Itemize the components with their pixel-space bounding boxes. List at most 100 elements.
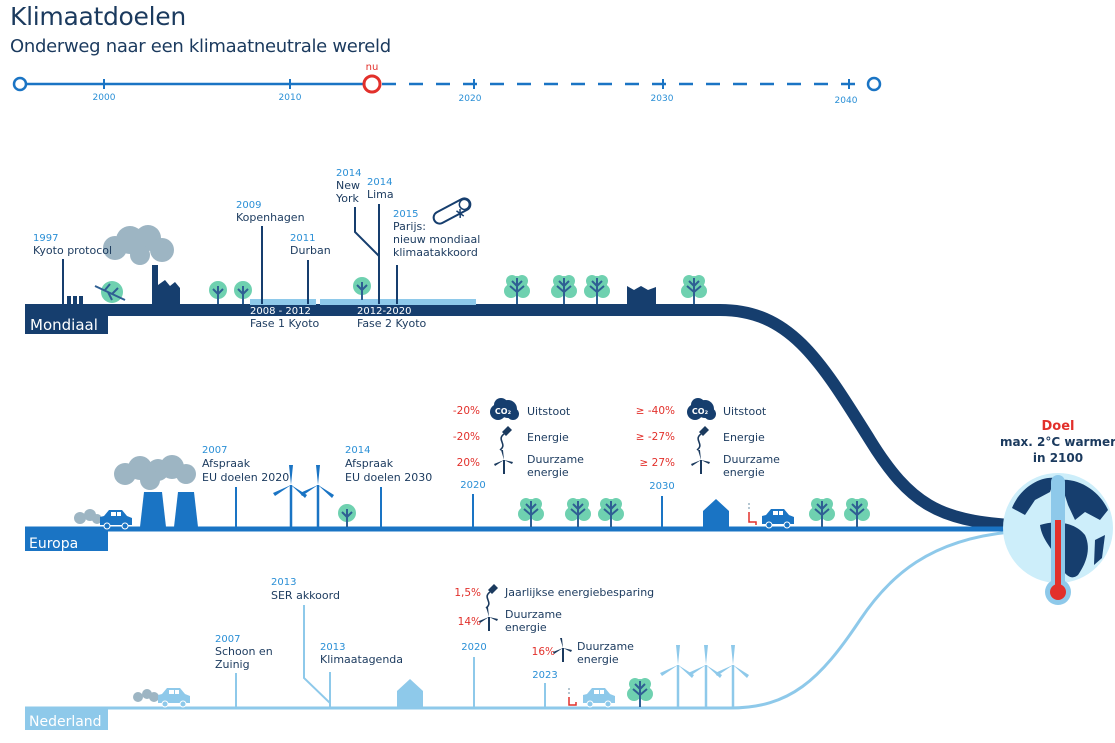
nederland-targets-2020: 1,5% 14% Jaarlijkse energiebesparing Duu… (454, 583, 654, 653)
car-icon (157, 687, 191, 708)
svg-text:-20%: -20% (453, 405, 480, 417)
goal-line2: in 2100 (1033, 451, 1083, 465)
page-subtitle: Onderweg naar een klimaatneutrale wereld (10, 36, 391, 57)
plug-icon (499, 425, 513, 451)
phase-1-bar (250, 299, 316, 305)
svg-text:2023: 2023 (532, 670, 557, 681)
svg-text:1,5%: 1,5% (454, 587, 481, 599)
event-2014-lima: 2014 Lima (367, 177, 394, 201)
svg-text:Duurzame: Duurzame (577, 640, 634, 653)
svg-text:New: New (336, 179, 360, 192)
svg-text:Duurzame: Duurzame (505, 608, 562, 621)
svg-text:CO₂: CO₂ (495, 407, 512, 416)
svg-text:Afspraak: Afspraak (202, 457, 251, 470)
svg-text:2007: 2007 (215, 634, 240, 645)
goal-title: Doel (1042, 419, 1075, 434)
svg-text:≥ 27%: ≥ 27% (640, 457, 675, 469)
svg-text:klimaatakkoord: klimaatakkoord (393, 246, 478, 259)
mondiaal-label-box (25, 304, 108, 334)
svg-text:Energie: Energie (723, 431, 765, 444)
svg-text:≥ -27%: ≥ -27% (636, 431, 675, 443)
svg-text:Kyoto protocol: Kyoto protocol (33, 244, 112, 257)
tick-label-2040: 2040 (835, 96, 858, 106)
svg-text:nieuw mondiaal: nieuw mondiaal (393, 233, 480, 246)
tick-label-2010: 2010 (279, 93, 302, 103)
europa-targets-2030: ≥ -40% ≥ -27% ≥ 27% CO₂ Uitstoot Energie… (636, 398, 780, 492)
svg-text:Lima: Lima (367, 188, 394, 201)
svg-text:York: York (335, 192, 360, 205)
electric-car-icon (761, 508, 795, 529)
nederland-label-box (25, 708, 108, 730)
house-icon (397, 679, 423, 707)
tree-icon (503, 274, 531, 305)
phase-2-name: Fase 2 Kyoto (357, 317, 427, 330)
svg-text:2015: 2015 (393, 209, 418, 220)
tree-icon (583, 274, 611, 305)
tree-icon (843, 497, 871, 528)
plug-icon (696, 425, 710, 451)
svg-text:energie: energie (527, 466, 569, 479)
event-2011: 2011 Durban (290, 233, 331, 257)
tick-label-2020: 2020 (459, 94, 482, 104)
now-marker (362, 74, 382, 94)
wind-icon (690, 449, 711, 475)
factory-illustration (103, 225, 180, 304)
power-plant-illustration (114, 455, 198, 527)
car-smoke (74, 509, 102, 524)
event-2014-new-york: 2014 New York (335, 168, 361, 205)
svg-text:Schoon en: Schoon en (215, 645, 273, 658)
svg-text:CO₂: CO₂ (692, 407, 709, 416)
tree-icon (208, 280, 228, 305)
nederland-label: Nederland (29, 714, 102, 730)
tree-icon (352, 276, 372, 301)
tree-icon (808, 497, 836, 528)
thermometer-icon (1045, 475, 1071, 605)
svg-text:2014: 2014 (345, 445, 370, 456)
scroll-document-icon (432, 197, 472, 225)
svg-text:2009: 2009 (236, 200, 261, 211)
svg-text:2007: 2007 (202, 445, 227, 456)
tree-icon (597, 497, 625, 528)
svg-text:2030: 2030 (649, 481, 674, 492)
europa-label-box (25, 529, 108, 551)
svg-text:Jaarlijkse energiebesparing: Jaarlijkse energiebesparing (504, 586, 654, 599)
svg-text:2014: 2014 (367, 177, 392, 188)
timeline-axis: nu 2000 2010 2020 2030 2040 (12, 62, 882, 106)
svg-text:Uitstoot: Uitstoot (527, 405, 571, 418)
car-icon (99, 509, 133, 530)
tree-icon (680, 274, 708, 305)
nederland-road (25, 530, 1011, 710)
svg-text:≥ -40%: ≥ -40% (636, 405, 675, 417)
plug-icon (485, 583, 499, 609)
wind-icon (552, 637, 573, 663)
tick-label-2030: 2030 (651, 94, 674, 104)
goal-line1: max. 2°C warmer (1000, 435, 1115, 449)
svg-text:Klimaatagenda: Klimaatagenda (320, 653, 403, 666)
page-title: Klimaatdoelen (10, 2, 186, 31)
tree-icon (517, 497, 545, 528)
svg-text:Durban: Durban (290, 244, 331, 257)
nederland-lane: Nederland 2007 Schoon en Zuinig 2013 (25, 530, 1011, 730)
nederland-targets-2023: 16% Duurzame energie 2023 (532, 637, 634, 681)
car-smoke (133, 689, 159, 702)
tree-icon (550, 274, 578, 305)
event-2007-eu: 2007 Afspraak EU doelen 2020 (202, 445, 289, 484)
svg-text:16%: 16% (532, 646, 555, 658)
svg-text:2020: 2020 (461, 642, 486, 653)
wind-icon (478, 606, 499, 632)
svg-text:2020: 2020 (460, 480, 485, 491)
europa-targets-2020: -20% -20% 20% CO₂ Uitstoot Energie Duurz… (453, 398, 584, 491)
charging-station-icon (568, 688, 577, 706)
tree-icon (233, 280, 253, 305)
tree-icon (337, 503, 357, 528)
event-2013-ser: 2013 SER akkoord (271, 577, 340, 602)
svg-text:1997: 1997 (33, 233, 58, 244)
event-2009: 2009 Kopenhagen (236, 200, 305, 224)
mondiaal-label: Mondiaal (30, 316, 98, 334)
svg-text:SER akkoord: SER akkoord (271, 589, 340, 602)
svg-text:Zuinig: Zuinig (215, 658, 250, 671)
wind-turbine-icon (658, 643, 696, 709)
svg-text:energie: energie (505, 621, 547, 634)
svg-text:Uitstoot: Uitstoot (723, 405, 767, 418)
